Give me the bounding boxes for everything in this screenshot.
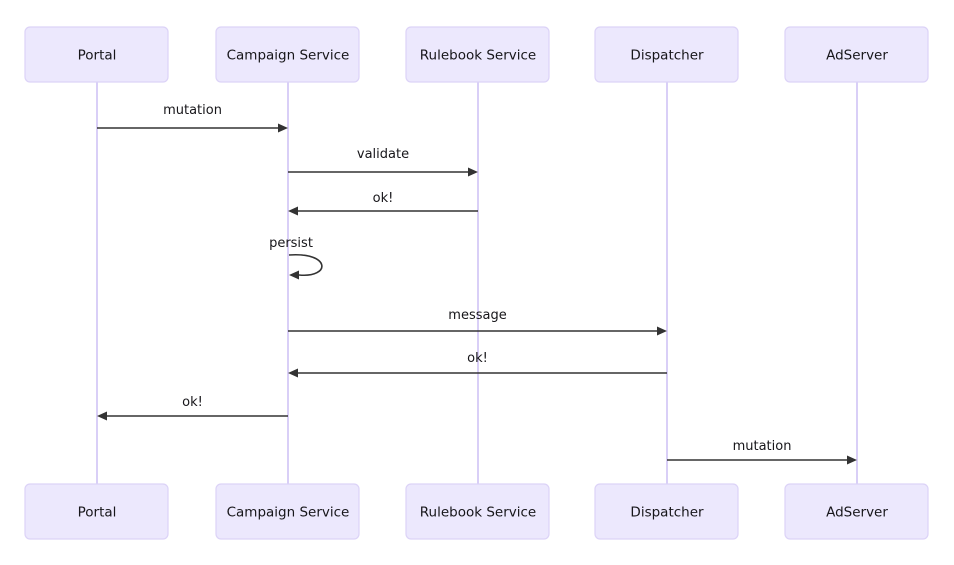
lifelines-layer [96, 82, 858, 484]
participant-portal-bottom[interactable]: Portal [24, 483, 169, 540]
participant-label-adserver-top: AdServer [826, 48, 888, 64]
participant-campaign-bottom[interactable]: Campaign Service [215, 483, 360, 540]
message-3-ok-[interactable]: ok! [288, 191, 478, 216]
messages-layer: mutation validate ok! persist message ok! ok! m… [97, 103, 857, 465]
arrowhead-left [289, 270, 299, 280]
message-label: message [448, 308, 506, 323]
message-6-ok-[interactable]: ok! [288, 351, 667, 378]
participant-box-rulebook-top[interactable] [405, 26, 550, 83]
arrowhead-right [278, 123, 288, 133]
participant-label-portal-top: Portal [78, 48, 117, 64]
arrowhead-left [288, 368, 298, 378]
message-label: validate [357, 147, 409, 162]
message-label: ok! [467, 351, 488, 366]
message-1-mutation[interactable]: mutation [97, 103, 288, 133]
message-label: ok! [373, 191, 394, 206]
participant-box-adserver-top[interactable] [784, 26, 929, 83]
participant-box-portal-top[interactable] [24, 26, 169, 83]
message-5-message[interactable]: message [288, 308, 667, 336]
participant-rulebook-top[interactable]: Rulebook Service [405, 26, 550, 83]
participant-label-dispatcher-bottom: Dispatcher [630, 505, 704, 521]
participant-label-campaign-top: Campaign Service [227, 48, 350, 64]
participant-adserver-bottom[interactable]: AdServer [784, 483, 929, 540]
participant-label-campaign-bottom: Campaign Service [227, 505, 350, 521]
message-label: mutation [733, 439, 792, 454]
participant-campaign-top[interactable]: Campaign Service [215, 26, 360, 83]
participant-rulebook-bottom[interactable]: Rulebook Service [405, 483, 550, 540]
arrowhead-left [97, 411, 107, 421]
message-8-mutation[interactable]: mutation [667, 439, 857, 465]
participant-box-rulebook-bottom[interactable] [405, 483, 550, 540]
participant-boxes-bottom: Portal Campaign Service Rulebook Service Di… [24, 483, 929, 540]
participant-label-adserver-bottom: AdServer [826, 505, 888, 521]
participant-boxes-top: Portal Campaign Service Rulebook Service Di… [24, 26, 929, 83]
participant-label-rulebook-top: Rulebook Service [420, 48, 536, 64]
arrowhead-right [657, 326, 667, 336]
participant-dispatcher-top[interactable]: Dispatcher [594, 26, 739, 83]
participant-box-dispatcher-bottom[interactable] [594, 483, 739, 540]
message-label: ok! [182, 395, 203, 410]
participant-label-portal-bottom: Portal [78, 505, 117, 521]
participant-box-dispatcher-top[interactable] [594, 26, 739, 83]
arrowhead-right [468, 167, 478, 177]
participant-box-campaign-bottom[interactable] [215, 483, 360, 540]
participant-label-dispatcher-top: Dispatcher [630, 48, 704, 64]
arrowhead-right [847, 455, 857, 465]
message-4-persist[interactable]: persist [269, 236, 323, 280]
participant-adserver-top[interactable]: AdServer [784, 26, 929, 83]
participant-label-rulebook-bottom: Rulebook Service [420, 505, 536, 521]
participant-dispatcher-bottom[interactable]: Dispatcher [594, 483, 739, 540]
participant-box-adserver-bottom[interactable] [784, 483, 929, 540]
participant-portal-top[interactable]: Portal [24, 26, 169, 83]
participant-box-portal-bottom[interactable] [24, 483, 169, 540]
message-7-ok-[interactable]: ok! [97, 395, 288, 421]
message-label: persist [269, 236, 313, 251]
arrowhead-left [288, 206, 298, 216]
participant-box-campaign-top[interactable] [215, 26, 360, 83]
message-2-validate[interactable]: validate [288, 147, 478, 177]
self-loop-path [288, 254, 323, 276]
message-label: mutation [163, 103, 222, 118]
